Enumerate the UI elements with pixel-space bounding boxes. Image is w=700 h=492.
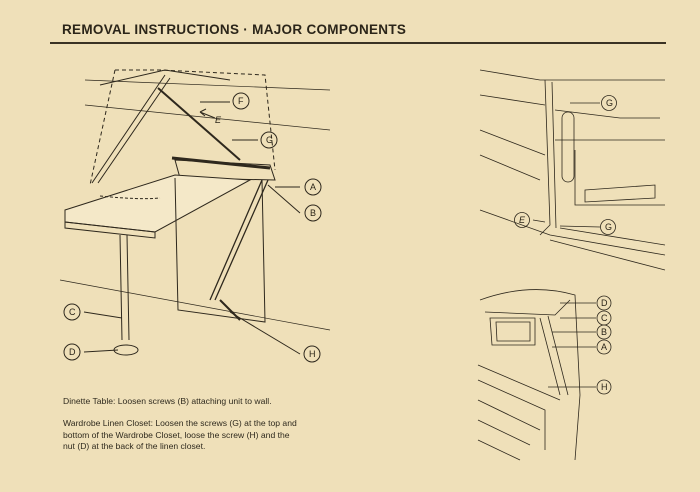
label-g-bottom: G	[605, 222, 612, 232]
left-labels: F E G A B C D H	[63, 92, 322, 363]
page-title: REMOVAL INSTRUCTIONS · MAJOR COMPONENTS	[62, 22, 407, 37]
dinette-table-diagram	[59, 69, 331, 356]
label-e: E	[215, 115, 222, 125]
label-d-right: D	[601, 298, 608, 308]
label-f: F	[238, 96, 244, 106]
linen-closet-diagram: D C B A H	[477, 289, 612, 461]
label-g: G	[266, 135, 273, 145]
label-d: D	[69, 347, 76, 357]
label-b: B	[310, 208, 316, 218]
caption-wardrobe-closet: Wardrobe Linen Closet: Loosen the screws…	[63, 418, 297, 451]
label-c: C	[69, 307, 76, 317]
label-b-right: B	[601, 327, 607, 337]
label-h: H	[309, 349, 316, 359]
wardrobe-top-diagram: G E G	[479, 69, 666, 271]
caption-dinette-table: Dinette Table: Loosen screws (B) attachi…	[63, 396, 272, 406]
label-a: A	[310, 182, 316, 192]
title-underline	[50, 42, 666, 44]
label-c-right: C	[601, 313, 608, 323]
label-a-right: A	[601, 342, 607, 352]
label-g-top: G	[606, 98, 613, 108]
label-e-right: E	[519, 215, 526, 225]
label-h-right: H	[601, 382, 608, 392]
